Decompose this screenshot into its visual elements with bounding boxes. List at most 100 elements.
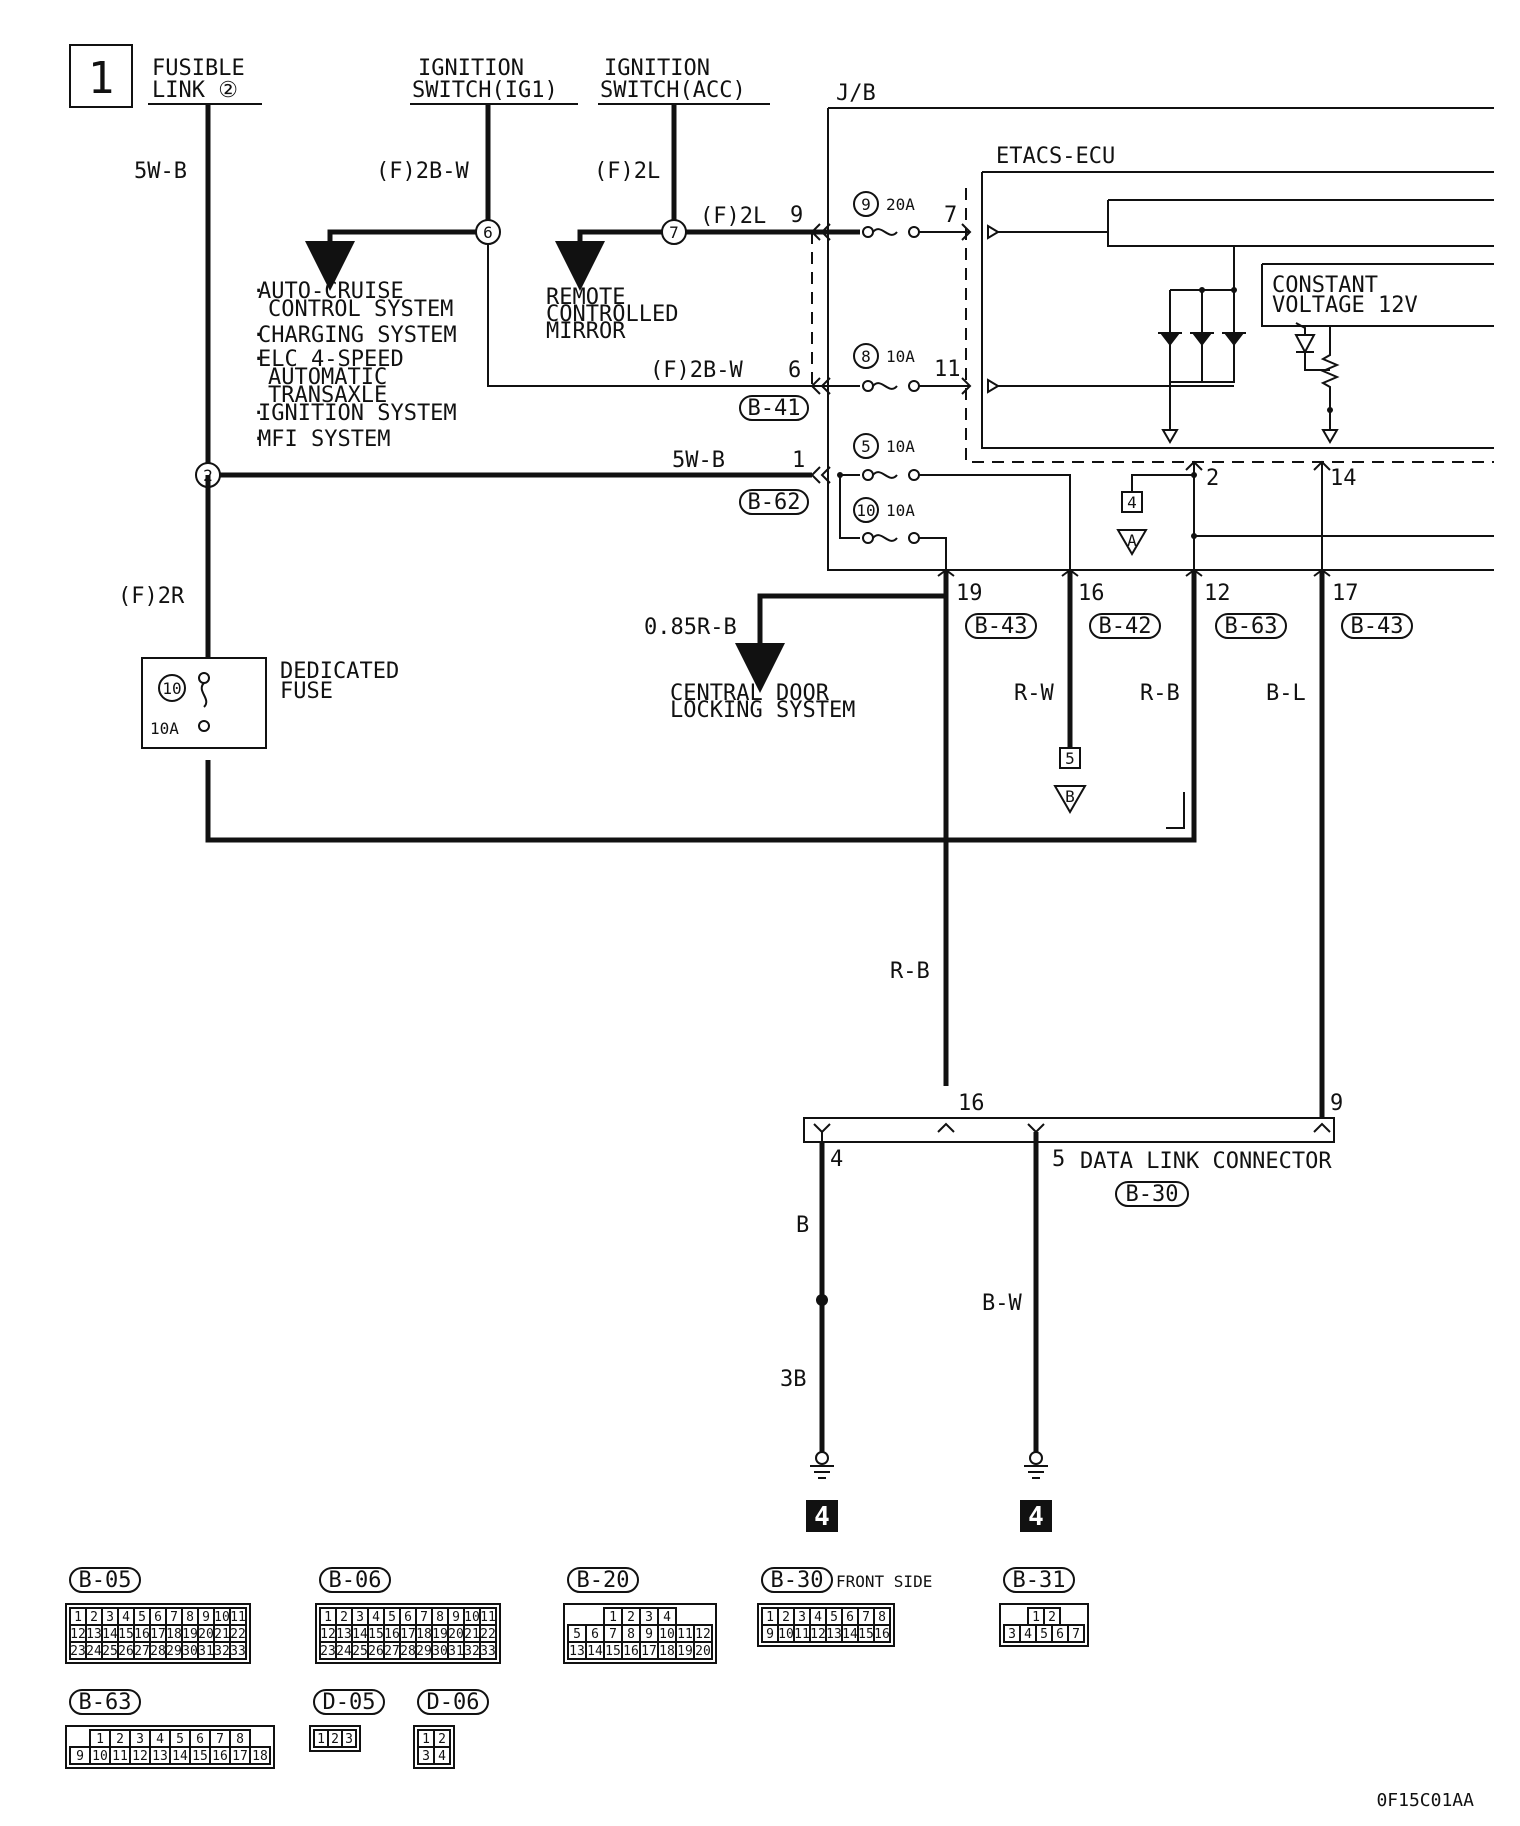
bullet-1: · xyxy=(252,323,265,348)
sys-6: IGNITION SYSTEM xyxy=(258,401,457,426)
connector-pin: 8 xyxy=(878,1610,886,1625)
splice-7 xyxy=(661,219,687,245)
connector-pin: 5 xyxy=(1040,1627,1048,1642)
connector-pin: 11 xyxy=(794,1627,810,1642)
connector-pin: 24 xyxy=(336,1644,352,1659)
connector-pin: 2 xyxy=(627,1610,635,1625)
bullet-3: · xyxy=(252,401,265,426)
connector-pin: 4 xyxy=(663,1610,671,1625)
mirror-2: MIRROR xyxy=(546,319,626,344)
b43b-text: B-43 xyxy=(1351,614,1404,639)
jb-border xyxy=(827,108,1494,571)
fuse-9: 9 20A xyxy=(853,191,920,238)
connector-pin: 9 xyxy=(766,1627,774,1642)
systems-list: AUTO-CRUISE CONTROL SYSTEM CHARGING SYST… xyxy=(252,279,457,452)
connector-pin: 17 xyxy=(150,1627,166,1642)
connector-pin: 31 xyxy=(448,1644,464,1659)
fuse-10: 10 10A xyxy=(853,497,920,544)
sys-0: AUTO-CRUISE xyxy=(258,279,404,304)
cd-0: CENTRAL DOOR xyxy=(670,681,830,706)
b62-text: B-62 xyxy=(748,490,801,515)
pin-9: 9 xyxy=(790,203,803,228)
connector-pin: 2 xyxy=(782,1610,790,1625)
connector-pin: 6 xyxy=(404,1610,412,1625)
connector-pin: 26 xyxy=(368,1644,384,1659)
connector-pin: 1 xyxy=(96,1732,104,1747)
connector-pin: 7 xyxy=(420,1610,428,1625)
connector-pin: 8 xyxy=(436,1610,444,1625)
b30-text: B-30 xyxy=(1126,1182,1179,1207)
connector-pin: 14 xyxy=(172,1749,188,1764)
fuse8-num: 8 xyxy=(861,347,871,366)
wire-label-f2bw-mid: (F)2B-W xyxy=(650,358,743,383)
ig1-line2: SWITCH(IG1) xyxy=(412,78,558,103)
connector-pin: 18 xyxy=(659,1644,675,1659)
connector-pin: 17 xyxy=(400,1627,416,1642)
connector-pin: 14 xyxy=(842,1627,858,1642)
connector-pin: 25 xyxy=(102,1644,118,1659)
connector-pin: 29 xyxy=(166,1644,182,1659)
connector-b43-a: B-43 xyxy=(965,613,1037,639)
connector-pin: 16 xyxy=(623,1644,639,1659)
connector-pin: 9 xyxy=(76,1749,84,1764)
pin-14: 14 xyxy=(1330,466,1357,491)
connector-view-title-b20: B-20 xyxy=(577,1568,630,1593)
connector-pin: 3 xyxy=(1008,1627,1016,1642)
connector-pin: 3 xyxy=(356,1610,364,1625)
connector-pin: 7 xyxy=(216,1732,224,1747)
connector-pin: 10 xyxy=(214,1610,230,1625)
connector-pin: 5 xyxy=(388,1610,396,1625)
connector-pin: 18 xyxy=(166,1627,182,1642)
jb-label: J/B xyxy=(836,81,876,106)
connector-pin: 4 xyxy=(372,1610,380,1625)
ref-A: A xyxy=(1127,531,1137,550)
sys-3: ELC 4-SPEED xyxy=(258,347,404,372)
connector-pin: 19 xyxy=(432,1627,448,1642)
connector-pin: 7 xyxy=(1072,1627,1080,1642)
connector-pin: 21 xyxy=(464,1627,480,1642)
connector-pin: 5 xyxy=(176,1732,184,1747)
wire-label-rb-1: R-B xyxy=(1140,681,1180,706)
ground-symbol-1: 4 xyxy=(806,1451,838,1532)
pin-11: 11 xyxy=(934,357,961,382)
diode-array xyxy=(1158,246,1246,444)
connector-pin: 3 xyxy=(798,1610,806,1625)
ref-triangle-b xyxy=(1053,785,1087,815)
connector-pin: 11 xyxy=(112,1749,128,1764)
acc-line2: SWITCH(ACC) xyxy=(600,78,746,103)
connector-pin: 16 xyxy=(874,1627,890,1642)
connector-pin: 13 xyxy=(336,1627,352,1642)
connector-pin: 20 xyxy=(198,1627,214,1642)
sys-5: TRANSAXLE xyxy=(268,383,387,408)
dedicated-fuse: 10 10A DEDICATED FUSE xyxy=(141,657,399,749)
connector-pin: 33 xyxy=(230,1644,246,1659)
connector-pin: 28 xyxy=(400,1644,416,1659)
connector-pin: 16 xyxy=(134,1627,150,1642)
wire-rb-12-loop xyxy=(205,570,1197,843)
connector-pin: 31 xyxy=(198,1644,214,1659)
connector-pin: 10 xyxy=(464,1610,480,1625)
connector-pin: 1 xyxy=(324,1610,332,1625)
connector-pin: 22 xyxy=(230,1627,246,1642)
footer-code: 0F15C01AA xyxy=(1376,1790,1474,1811)
b42-text: B-42 xyxy=(1099,614,1152,639)
ignition-ig1-heading: IGNITION SWITCH(IG1) xyxy=(410,56,578,105)
dlc-pin-5: 5 xyxy=(1052,1147,1065,1172)
wire-label-5wb-mid: 5W-B xyxy=(672,448,725,473)
connector-pin: 20 xyxy=(695,1644,711,1659)
connector-view-title-b63: B-63 xyxy=(79,1690,132,1715)
bullet-2: · xyxy=(252,347,265,372)
connector-pin: 13 xyxy=(826,1627,842,1642)
connector-pin: 14 xyxy=(587,1644,603,1659)
connector-pin: 27 xyxy=(134,1644,150,1659)
pin-6: 6 xyxy=(788,358,801,383)
connector-pin: 9 xyxy=(645,1627,653,1642)
connector-pin: 20 xyxy=(448,1627,464,1642)
pin-1: 1 xyxy=(792,448,805,473)
connector-pin: 13 xyxy=(569,1644,585,1659)
pin-17: 17 xyxy=(1332,581,1359,606)
connector-pin: 17 xyxy=(232,1749,248,1764)
connector-pin: 1 xyxy=(1032,1610,1040,1625)
wire-label-f2r: (F)2R xyxy=(118,584,185,609)
